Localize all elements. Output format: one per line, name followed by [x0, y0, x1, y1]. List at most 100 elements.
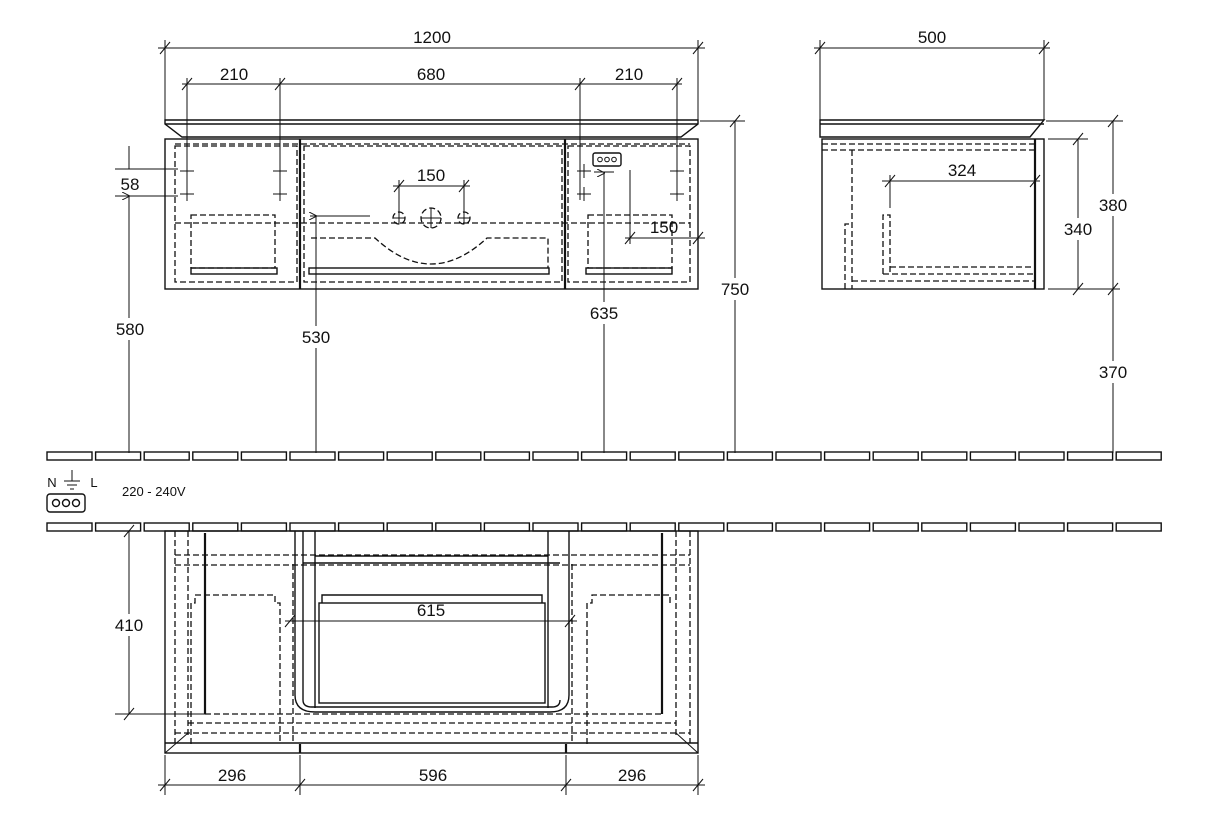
tile: [143, 451, 190, 461]
neutral-label: N: [47, 475, 56, 490]
dim-label: 750: [721, 280, 749, 299]
tile: [726, 522, 774, 532]
tile: [726, 451, 774, 461]
dimension-fixing-spacing: 58: [115, 146, 178, 197]
dimension-overall-width: 1200: [158, 28, 705, 120]
tile: [386, 522, 433, 532]
tile: [1115, 522, 1162, 532]
tile: [94, 451, 142, 461]
tile: [289, 522, 336, 532]
tile: [143, 522, 190, 532]
dimension-socket-offset: 150: [624, 170, 705, 245]
basin-outline: [294, 531, 570, 713]
tile: [532, 522, 579, 532]
dim-label: 500: [918, 28, 946, 47]
tile: [1018, 451, 1065, 461]
tile: [289, 451, 336, 461]
dim-label: 615: [417, 601, 445, 620]
tile: [775, 451, 822, 461]
live-label: L: [90, 475, 97, 490]
tile: [629, 522, 676, 532]
dimension-inner-depth: 324: [882, 161, 1041, 208]
countertop-side: [819, 119, 1046, 138]
dim-label: 150: [417, 166, 445, 185]
dim-label: 596: [419, 766, 447, 785]
dim-label: 340: [1064, 220, 1092, 239]
socket-outlet-icon: [46, 493, 86, 513]
tile: [386, 451, 433, 461]
tile: [1066, 451, 1114, 461]
tile: [192, 451, 239, 461]
tile: [483, 522, 531, 532]
dimension-fixing-height: 580: [112, 196, 148, 453]
dim-label: 296: [218, 766, 246, 785]
socket-icon: [592, 152, 622, 173]
tile: [1115, 451, 1162, 461]
tile: [580, 522, 628, 532]
dimension-basin-width: 615: [284, 601, 577, 628]
tile: [337, 522, 385, 532]
dim-label: 410: [115, 616, 143, 635]
dim-label: 1200: [413, 28, 451, 47]
front-view: 1200 210 680 210: [112, 28, 753, 453]
dimension-depth: 500: [814, 28, 1050, 120]
fixing-points: [180, 164, 684, 201]
tile: [823, 522, 871, 532]
tile: [435, 522, 482, 532]
dimension-module-widths: 296 596 296: [158, 755, 705, 795]
tile: [921, 522, 968, 532]
plan-view: 615 410 296 596 296: [111, 524, 705, 795]
tile: [629, 451, 676, 461]
dim-label: 680: [417, 65, 445, 84]
dimension-drain-height: 530: [298, 216, 370, 453]
dim-label: 370: [1099, 363, 1127, 382]
tile: [969, 522, 1017, 532]
dim-label: 380: [1099, 196, 1127, 215]
dim-label: 530: [302, 328, 330, 347]
tile: [240, 522, 288, 532]
dim-label: 150: [650, 218, 678, 237]
dim-label: 296: [618, 766, 646, 785]
dim-label: 210: [615, 65, 643, 84]
dim-label: 580: [116, 320, 144, 339]
tile: [483, 451, 531, 461]
tile: [532, 451, 579, 461]
countertop: [164, 119, 699, 138]
dimension-socket-height: 635: [586, 173, 622, 453]
tile: [823, 451, 871, 461]
floor-tiles-front: [46, 451, 1162, 461]
wall-tiles-plan: [46, 522, 1162, 532]
dimension-plan-depth: 410: [111, 524, 205, 721]
cabinet-body: [164, 138, 699, 290]
tile: [94, 522, 142, 532]
tile: [678, 451, 725, 461]
voltage-label: 220 - 240V: [122, 484, 186, 499]
side-view: 500 324 340 380 370: [814, 28, 1131, 453]
dim-label: 210: [220, 65, 248, 84]
dim-label: 58: [121, 175, 140, 194]
socket-legend: N L 220 - 240V: [46, 470, 186, 513]
dimension-tap-spacing: 150: [393, 166, 470, 212]
tap-holes: [392, 207, 471, 229]
tile: [678, 522, 725, 532]
tile: [435, 451, 482, 461]
tile: [969, 451, 1017, 461]
tile: [46, 522, 93, 532]
tile: [192, 522, 239, 532]
tile: [240, 451, 288, 461]
tile: [337, 451, 385, 461]
tile: [921, 451, 968, 461]
earth-ground-icon: [64, 470, 80, 490]
tile: [775, 522, 822, 532]
dimension-cabinet-height: 340: [1048, 132, 1120, 296]
tile: [872, 522, 919, 532]
tile: [1018, 522, 1065, 532]
tile: [580, 451, 628, 461]
dim-label: 324: [948, 161, 976, 180]
tile: [46, 451, 93, 461]
plan-outline: [164, 530, 699, 754]
dim-label: 635: [590, 304, 618, 323]
tile: [872, 451, 919, 461]
cabinet-side: [821, 138, 1045, 290]
